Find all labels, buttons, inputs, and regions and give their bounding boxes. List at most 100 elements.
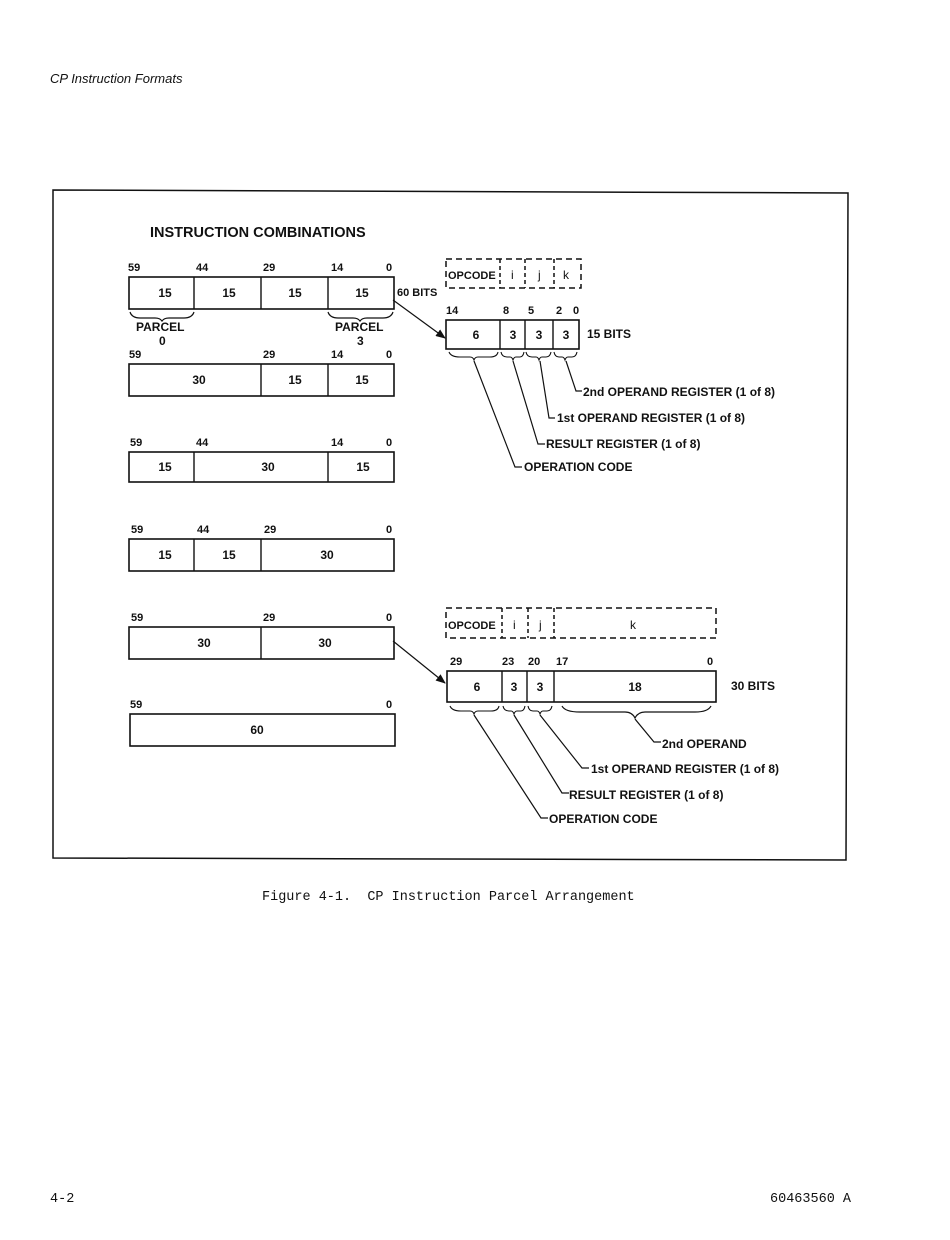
field-brace xyxy=(527,705,553,716)
size-label: 30 BITS xyxy=(731,679,775,693)
expand-arrow xyxy=(392,299,446,339)
bit-label: 20 xyxy=(528,656,540,668)
leader-line xyxy=(512,360,545,445)
combination-3: 59 44 14 0 15 30 15 xyxy=(128,437,395,483)
bit-label: 5 xyxy=(528,305,534,317)
bit-label: 59 xyxy=(130,437,142,449)
bit-label: 59 xyxy=(129,349,141,361)
bit-label: 0 xyxy=(386,524,392,536)
bit-label: 0 xyxy=(386,349,392,361)
parcel-brace xyxy=(129,311,195,323)
bit-label: 0 xyxy=(386,262,392,274)
opcode-label: OPCODE xyxy=(448,270,496,282)
field-width: 30 xyxy=(318,636,332,650)
leader-line xyxy=(473,714,548,819)
combination-4: 59 44 29 0 15 15 30 xyxy=(128,524,395,572)
annotation: RESULT REGISTER (1 of 8) xyxy=(569,788,723,802)
leader-line xyxy=(539,360,555,419)
format-30-bit: OPCODE i j k 29 23 20 17 0 6 3 3 18 30 B… xyxy=(445,607,779,826)
field-width: 30 xyxy=(261,460,275,474)
bit-label: 14 xyxy=(446,305,459,317)
combination-5: 59 29 0 30 30 xyxy=(128,612,395,660)
page-header: CP Instruction Formats xyxy=(50,71,183,86)
field-brace xyxy=(502,705,526,716)
parcel-number: 3 xyxy=(357,334,364,348)
annotation: OPERATION CODE xyxy=(549,812,657,826)
leader-line xyxy=(539,714,589,769)
parcel-label: PARCEL xyxy=(335,320,383,334)
i-label: i xyxy=(513,618,516,632)
field-width: 15 xyxy=(158,286,172,300)
j-label: j xyxy=(538,618,542,632)
field-width: 6 xyxy=(473,328,480,342)
bit-label: 2 xyxy=(556,305,562,317)
bit-label: 44 xyxy=(196,262,209,274)
field-width: 15 xyxy=(356,460,370,474)
bit-label: 14 xyxy=(331,262,344,274)
field-width: 30 xyxy=(197,636,211,650)
field-width: 30 xyxy=(192,373,206,387)
page-number: 4-2 xyxy=(50,1192,75,1207)
annotation: OPERATION CODE xyxy=(524,460,632,474)
field-brace xyxy=(553,351,578,362)
annotation: 2nd OPERAND REGISTER (1 of 8) xyxy=(583,385,775,399)
field-width: 18 xyxy=(628,680,642,694)
leader-line xyxy=(473,360,522,468)
bit-label: 29 xyxy=(264,524,276,536)
dashed-format-box xyxy=(445,607,717,639)
field-width: 60 xyxy=(250,723,264,737)
figure-caption: Figure 4-1. CP Instruction Parcel Arrang… xyxy=(262,890,635,905)
bit-label: 0 xyxy=(707,656,713,668)
bit-label: 29 xyxy=(263,262,275,274)
parcel-number: 0 xyxy=(159,334,166,348)
annotation: 1st OPERAND REGISTER (1 of 8) xyxy=(591,762,779,776)
bit-label: 44 xyxy=(197,524,210,536)
bit-label: 14 xyxy=(331,437,344,449)
k-label: k xyxy=(563,268,570,282)
field-width: 15 xyxy=(222,548,236,562)
annotation: 1st OPERAND REGISTER (1 of 8) xyxy=(557,411,745,425)
field-width: 3 xyxy=(510,328,517,342)
opcode-label: OPCODE xyxy=(448,620,496,632)
bit-label: 23 xyxy=(502,656,514,668)
bit-label: 44 xyxy=(196,437,209,449)
leader-line xyxy=(513,714,569,794)
field-width: 15 xyxy=(158,460,172,474)
word-box xyxy=(128,451,395,483)
field-width: 30 xyxy=(320,548,334,562)
k-label: k xyxy=(630,618,637,632)
expand-arrow xyxy=(392,640,446,684)
format-15-bit: OPCODE i j k 14 8 5 2 0 6 3 3 3 15 BITS … xyxy=(445,258,775,474)
field-width: 3 xyxy=(537,680,544,694)
bit-label: 8 xyxy=(503,305,509,317)
bit-label: 14 xyxy=(331,349,344,361)
bit-label: 0 xyxy=(573,305,579,317)
leader-line xyxy=(634,718,661,743)
bit-label: 29 xyxy=(263,349,275,361)
bit-label: 29 xyxy=(450,656,462,668)
field-brace xyxy=(449,705,500,716)
field-width: 15 xyxy=(288,373,302,387)
i-label: i xyxy=(511,268,514,282)
sixty-bits-label: 60 BITS xyxy=(397,287,437,299)
field-width: 15 xyxy=(288,286,302,300)
document-number: 60463560 A xyxy=(770,1192,852,1207)
field-brace xyxy=(525,351,552,362)
bit-label: 0 xyxy=(386,612,392,624)
format-box xyxy=(446,670,717,703)
field-width: 6 xyxy=(474,680,481,694)
parcel-brace xyxy=(327,311,394,323)
combination-6: 59 0 60 xyxy=(129,699,396,747)
bit-label: 17 xyxy=(556,656,568,668)
annotation: RESULT REGISTER (1 of 8) xyxy=(546,437,700,451)
dashed-format-box xyxy=(445,258,582,289)
field-width: 15 xyxy=(222,286,236,300)
field-width: 15 xyxy=(355,373,369,387)
field-width: 3 xyxy=(511,680,518,694)
size-label: 15 BITS xyxy=(587,327,631,341)
format-box xyxy=(445,319,580,350)
field-brace xyxy=(500,351,525,362)
bit-label: 59 xyxy=(131,612,143,624)
bit-label: 0 xyxy=(386,437,392,449)
